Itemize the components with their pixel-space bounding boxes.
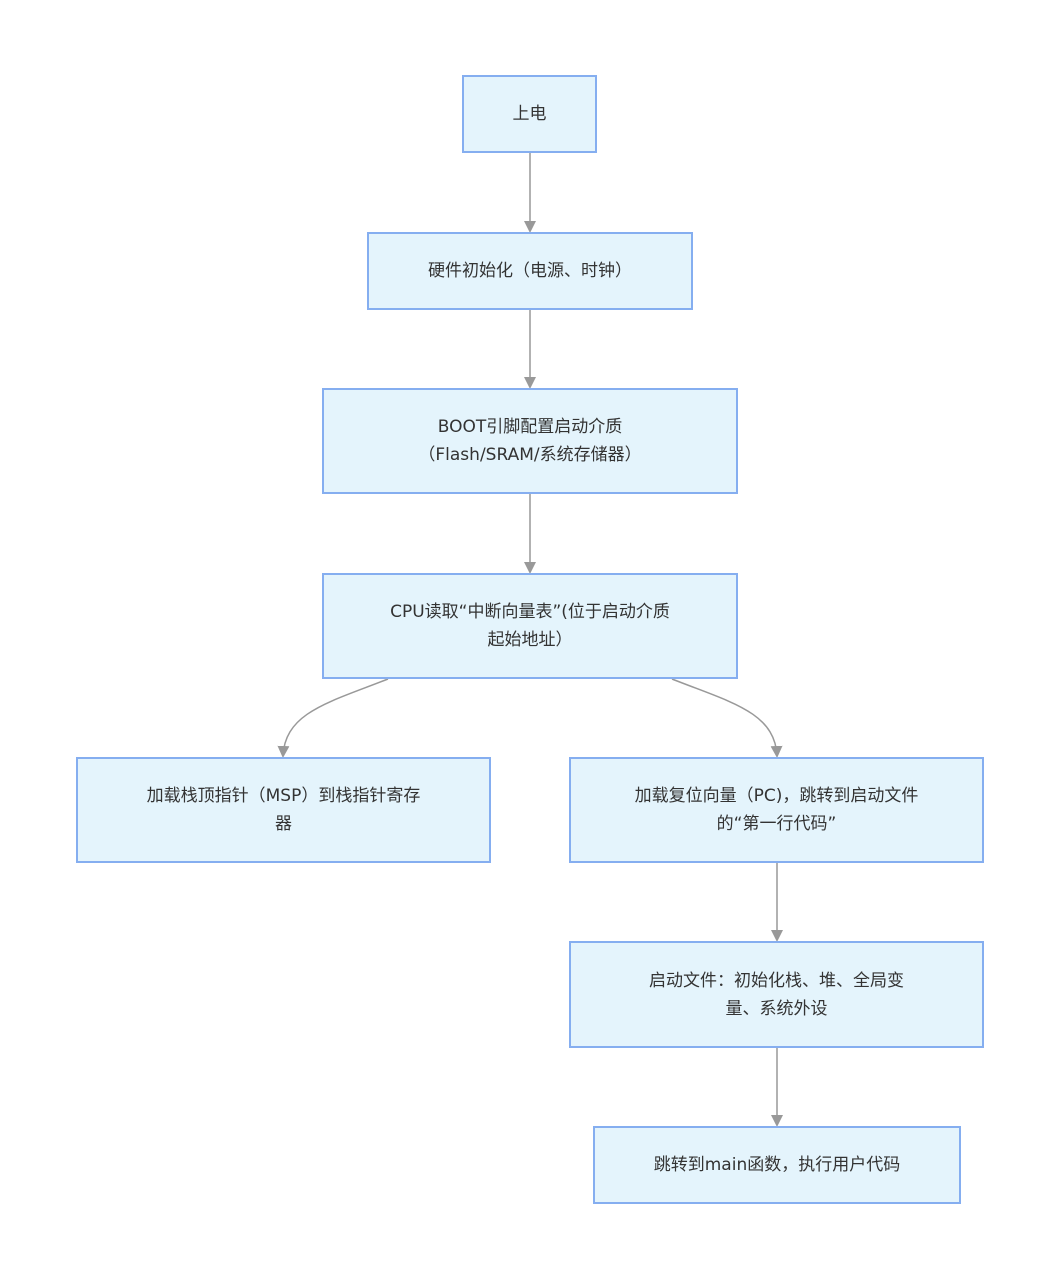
node-load-pc-line1: 加载复位向量（PC)，跳转到启动文件 — [634, 786, 919, 806]
node-load-msp-line2: 器 — [275, 814, 292, 834]
node-hardware-init: 硬件初始化（电源、时钟） — [367, 232, 693, 310]
edge-read-vector-to-load-msp — [277, 678, 389, 758]
node-jump-to-main-label: 跳转到main函数，执行用户代码 — [653, 1155, 901, 1175]
node-load-msp: 加载栈顶指针（MSP）到栈指针寄存 器 — [76, 757, 491, 863]
node-startup-file-init-line1: 启动文件：初始化栈、堆、全局变 — [649, 970, 904, 991]
node-boot-pin-config-line1: BOOT引脚配置启动介质 — [437, 417, 623, 437]
node-read-vector-table-line2: 起始地址） — [487, 630, 573, 650]
node-startup-file-init-line2: 量、系统外设 — [725, 998, 828, 1019]
node-startup-file-init: 启动文件：初始化栈、堆、全局变 量、系统外设 — [569, 941, 984, 1048]
node-boot-pin-config: BOOT引脚配置启动介质 （Flash/SRAM/系统存储器） — [322, 388, 738, 494]
node-power-on: 上电 — [462, 75, 597, 153]
node-jump-to-main: 跳转到main函数，执行用户代码 — [593, 1126, 961, 1204]
node-read-vector-table: CPU读取“中断向量表”(位于启动介质 起始地址） — [322, 573, 738, 679]
node-load-pc: 加载复位向量（PC)，跳转到启动文件 的“第一行代码” — [569, 757, 984, 863]
node-power-on-label: 上电 — [512, 104, 547, 124]
node-boot-pin-config-line2: （Flash/SRAM/系统存储器） — [418, 445, 642, 465]
edge-read-vector-to-load-pc — [671, 678, 783, 758]
node-read-vector-table-line1: CPU读取“中断向量表”(位于启动介质 — [390, 602, 670, 622]
node-load-pc-line2: 的“第一行代码” — [716, 814, 837, 834]
node-hardware-init-label: 硬件初始化（电源、时钟） — [428, 261, 632, 281]
node-load-msp-line1: 加载栈顶指针（MSP）到栈指针寄存 — [146, 786, 421, 806]
